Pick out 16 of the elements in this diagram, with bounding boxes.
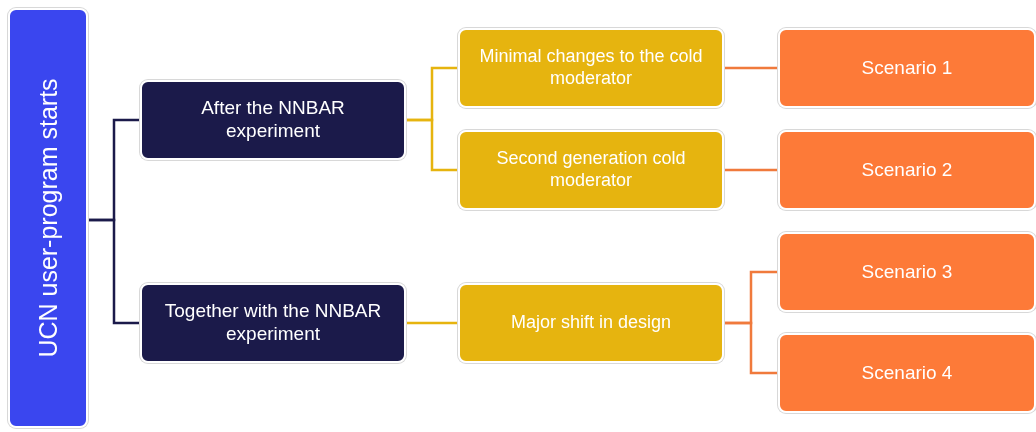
connector-line	[406, 321, 458, 325]
option-box: Major shift in design	[458, 283, 724, 363]
phase-box: Together with the NNBAR experiment	[140, 283, 406, 363]
scenario-box: Scenario 4	[778, 333, 1036, 413]
start-bar: UCN user-program starts	[8, 8, 88, 428]
scenario-box: Scenario 1	[778, 28, 1036, 108]
connector-line	[724, 321, 778, 375]
connector-line	[88, 218, 140, 325]
phase-box: After the NNBAR experiment	[140, 80, 406, 160]
option-box: Minimal changes to the cold moderator	[458, 28, 724, 108]
scenario-box: Scenario 3	[778, 232, 1036, 312]
connector-line	[724, 168, 778, 172]
option-box: Second generation cold moderator	[458, 130, 724, 210]
connector-line	[406, 118, 458, 172]
connector-line	[724, 66, 778, 70]
scenario-box: Scenario 2	[778, 130, 1036, 210]
